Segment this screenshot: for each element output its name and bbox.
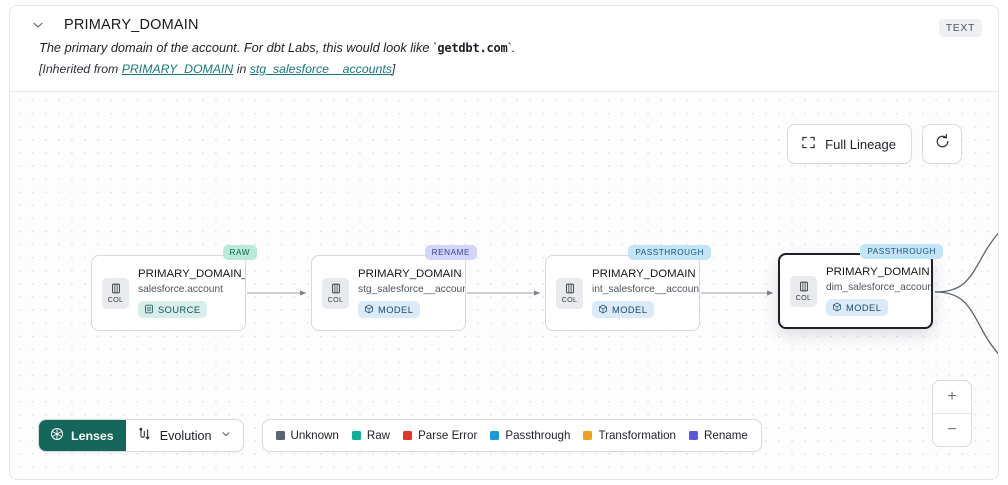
node-dataset-name: int_salesforce__accounts_joined [592, 284, 699, 296]
col-label: COL [327, 295, 344, 305]
node-kind-pill: SOURCE [138, 301, 208, 319]
node-tag: PASSTHROUGH [860, 244, 943, 260]
lenses-label: Lenses [71, 428, 114, 443]
legend-item[interactable]: Unknown [275, 429, 339, 442]
node-dataset-name: dim_salesforce_accounts [826, 282, 931, 294]
legend-swatch [275, 431, 285, 440]
zoom-controls: + − [932, 380, 972, 447]
node-kind-label: MODEL [846, 302, 882, 313]
node-kind-label: MODEL [378, 304, 414, 315]
description-code: getdbt.com [437, 41, 508, 55]
node-body: PRIMARY_DOMAIN__C salesforce.accountSOURC… [138, 267, 245, 319]
edge-4-out-top [934, 232, 998, 293]
lineage-node[interactable]: PASSTHROUGH COL PRIMARY_DOMAIN int_salesfor… [545, 245, 711, 331]
evolution-button[interactable]: Evolution [126, 420, 243, 451]
cube-icon [364, 304, 374, 316]
type-badge: TEXT [938, 19, 982, 37]
legend-swatch [583, 431, 593, 440]
cube-icon [598, 304, 608, 316]
zoom-in-button[interactable]: + [947, 388, 957, 405]
chevron-down-icon [220, 428, 232, 443]
node-body: PRIMARY_DOMAIN int_salesforce__accounts_j… [592, 267, 699, 319]
inherited-model-link[interactable]: stg_salesforce__accounts [249, 62, 392, 76]
inherited-close: ] [391, 62, 396, 76]
evolution-label: Evolution [159, 428, 212, 443]
zoom-divider [933, 413, 971, 414]
panel-header: PRIMARY_DOMAIN TEXT The primary domain o… [10, 6, 998, 92]
header-divider [10, 91, 998, 92]
header-title-row: PRIMARY_DOMAIN [10, 6, 998, 33]
legend-swatch [490, 431, 500, 440]
node-column-name: PRIMARY_DOMAIN [826, 266, 930, 279]
legend-swatch [403, 431, 413, 440]
legend-item[interactable]: Transformation [583, 429, 676, 442]
legend-label: Parse Error [418, 429, 478, 442]
database-icon [144, 304, 154, 316]
legend-label: Unknown [290, 429, 339, 442]
col-label: COL [107, 295, 124, 305]
node-dataset-name: salesforce.account [138, 284, 223, 296]
node-kind-pill: MODEL [358, 301, 421, 319]
inherited-column-link[interactable]: PRIMARY_DOMAIN [121, 62, 234, 76]
inherited-from-note: [Inherited from PRIMARY_DOMAIN in stg_sa… [39, 62, 998, 76]
description-suffix: `. [507, 40, 516, 55]
lenses-button[interactable]: Lenses [39, 420, 126, 451]
cube-icon [832, 302, 842, 314]
lineage-legend: Unknown Raw Parse Error Passthrough Transfor… [261, 419, 762, 452]
refresh-icon [934, 133, 951, 155]
node-kind-pill: MODEL [592, 301, 655, 319]
zoom-out-button[interactable]: − [947, 421, 957, 438]
column-icon: COL [102, 277, 129, 309]
description-text: The primary domain of the account. For d… [39, 40, 438, 55]
col-label: COL [795, 293, 812, 303]
legend-item[interactable]: Raw [351, 429, 391, 442]
column-icon: COL [790, 275, 817, 307]
full-lineage-label: Full Lineage [825, 136, 896, 152]
full-lineage-button[interactable]: Full Lineage [787, 124, 912, 164]
node-column-name: PRIMARY_DOMAIN [592, 268, 696, 281]
refresh-button[interactable] [922, 124, 962, 164]
lenses-group: Lenses Evolution [38, 419, 244, 452]
node-tag: PASSTHROUGH [628, 245, 711, 261]
legend-swatch [689, 431, 698, 440]
legend-label: Rename [704, 429, 748, 442]
column-description: The primary domain of the account. For d… [39, 40, 998, 55]
evolution-icon [137, 427, 152, 445]
legend-item[interactable]: Parse Error [403, 429, 477, 442]
inherited-prefix: [Inherited from [39, 62, 122, 76]
column-icon: COL [322, 277, 349, 309]
column-detail-panel: PRIMARY_DOMAIN TEXT The primary domain o… [9, 5, 999, 480]
canvas-bottom-toolbar: Lenses Evolution [38, 419, 762, 452]
node-column-name: PRIMARY_DOMAIN [358, 268, 462, 281]
lineage-node[interactable]: RENAME COL PRIMARY_DOMAIN stg_salesforce__a… [311, 245, 477, 331]
expand-icon [801, 135, 816, 153]
legend-item[interactable]: Passthrough [490, 429, 570, 442]
node-dataset-name: stg_salesforce__accounts [358, 284, 465, 296]
legend-swatch [351, 431, 361, 440]
node-kind-label: MODEL [612, 304, 648, 315]
lineage-node[interactable]: PASSTHROUGH COL PRIMARY_DOMAIN dim_salesfor… [778, 244, 943, 329]
node-column-name: PRIMARY_DOMAIN__C [138, 268, 245, 281]
legend-label: Raw [366, 429, 391, 442]
inherited-mid: in [233, 62, 250, 76]
node-kind-label: SOURCE [158, 304, 201, 315]
legend-item[interactable]: Rename [689, 429, 748, 442]
lineage-canvas[interactable]: Full Lineage RAW COL PRIMARY_DOMAIN__Csale… [10, 92, 998, 479]
canvas-top-controls: Full Lineage [787, 124, 962, 164]
chevron-down-icon[interactable] [30, 17, 46, 33]
column-icon: COL [556, 277, 583, 309]
col-label: COL [561, 295, 578, 305]
aperture-icon [50, 427, 64, 444]
legend-label: Passthrough [505, 429, 571, 442]
node-tag: RENAME [424, 245, 477, 261]
page-title: PRIMARY_DOMAIN [64, 17, 199, 33]
lineage-edges [247, 232, 998, 355]
lineage-node[interactable]: RAW COL PRIMARY_DOMAIN__C salesforce.accoun… [91, 245, 257, 331]
node-tag: RAW [222, 245, 257, 261]
edge-4-out-bottom [934, 291, 998, 355]
node-kind-pill: MODEL [826, 299, 889, 317]
legend-label: Transformation [598, 429, 676, 442]
